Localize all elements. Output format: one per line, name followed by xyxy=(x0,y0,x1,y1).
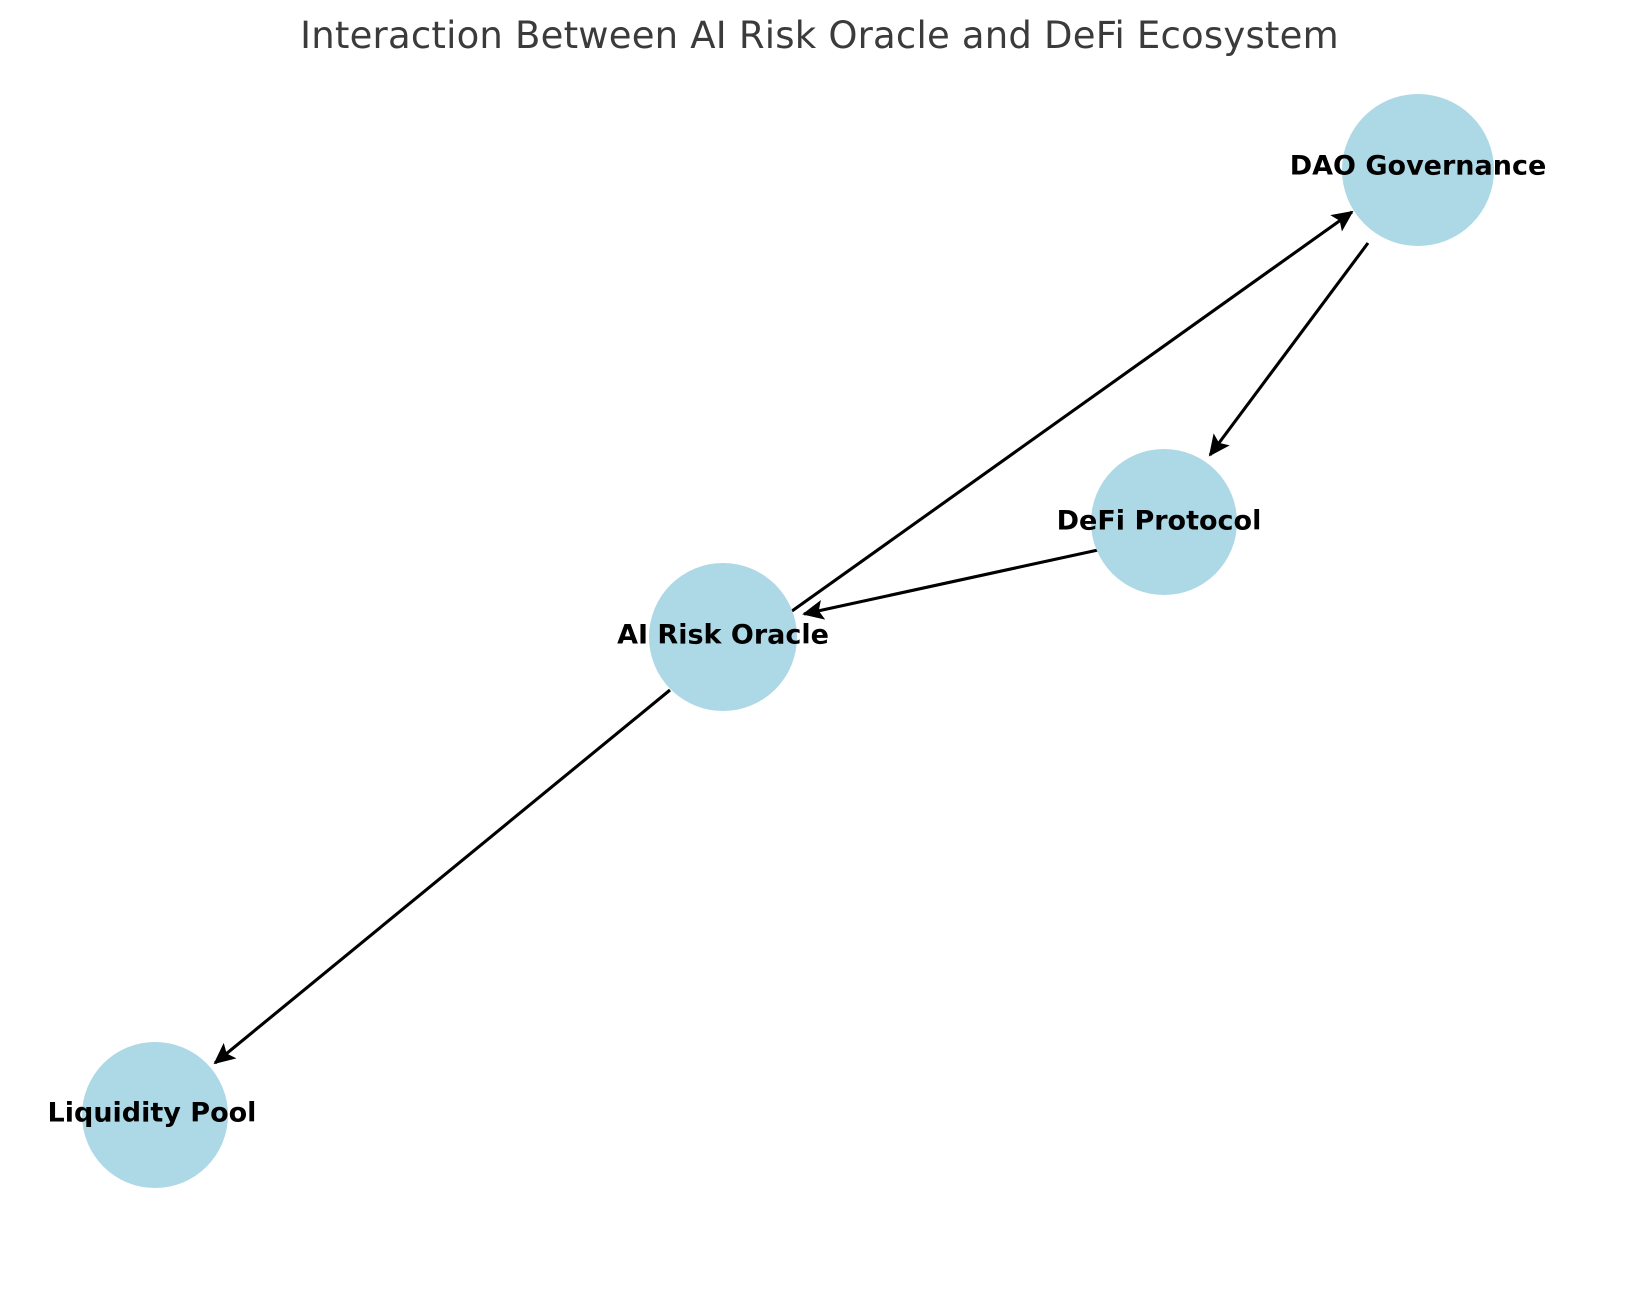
page-title: Interaction Between AI Risk Oracle and D… xyxy=(300,14,1339,57)
node-defi_protocol[interactable] xyxy=(1091,449,1237,595)
edge-dao-to-defi xyxy=(1208,242,1370,457)
edge-oracle-to-liquidity xyxy=(213,688,671,1065)
edge-oracle-to-dao xyxy=(791,210,1354,613)
node-liquidity_pool[interactable] xyxy=(82,1042,228,1188)
edges-layer xyxy=(213,210,1370,1065)
nodes-layer xyxy=(82,94,1494,1188)
edge-defi-to-oracle xyxy=(802,548,1099,620)
node-dao_governance[interactable] xyxy=(1342,94,1494,246)
node-ai_risk_oracle[interactable] xyxy=(649,563,797,711)
